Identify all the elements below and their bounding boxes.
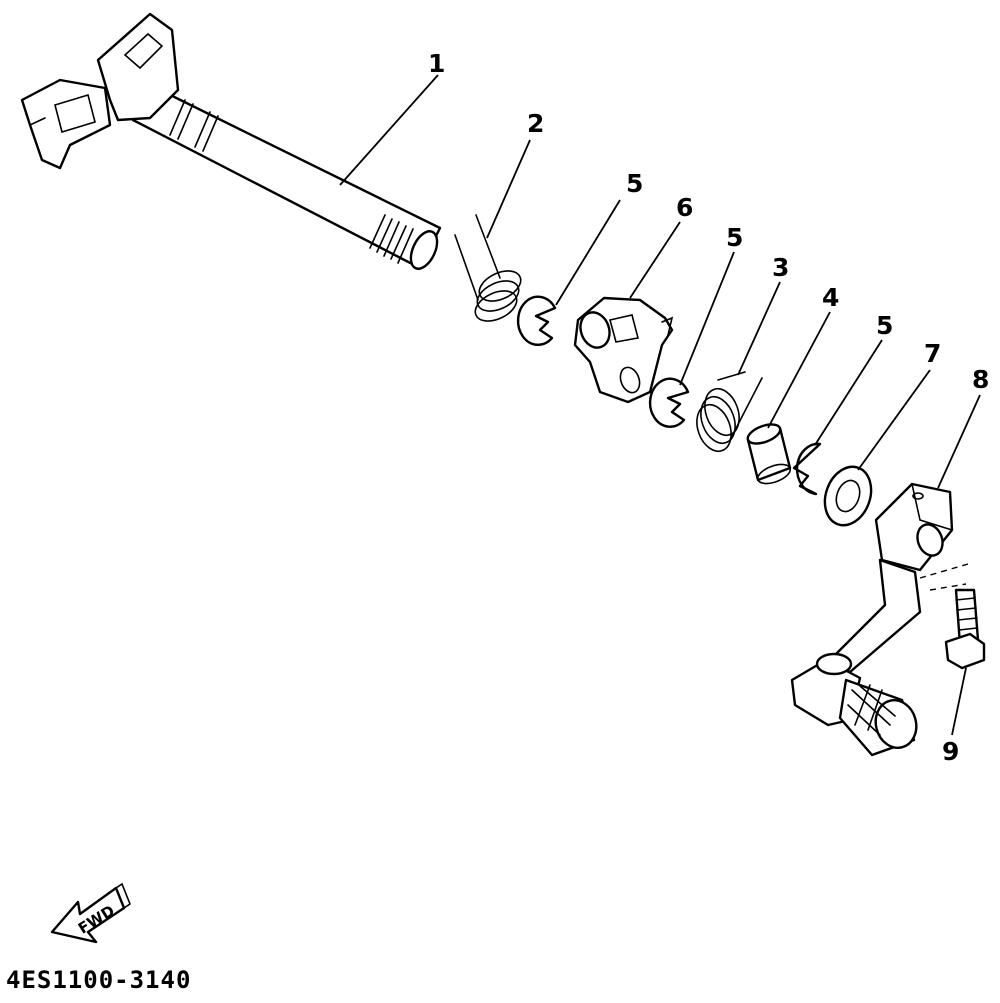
collar-part	[746, 423, 792, 485]
callout-5c: 5	[876, 311, 893, 340]
callout-5a: 5	[626, 169, 643, 198]
callout-5b: 5	[726, 223, 743, 252]
callout-9: 9	[942, 737, 959, 766]
bolt-part	[944, 588, 986, 670]
leader-1	[339, 74, 439, 186]
leader-6	[629, 221, 681, 299]
leader-9	[951, 667, 967, 736]
leader-7	[857, 369, 931, 471]
bolt-alignment-line	[919, 563, 969, 579]
callout-7: 7	[924, 339, 941, 368]
leader-2	[486, 139, 531, 239]
stopper-lever-part	[573, 296, 674, 404]
fwd-arrow-icon: FWD	[50, 882, 131, 944]
circlip-part-b	[648, 377, 690, 428]
torsion-spring-part	[696, 371, 763, 453]
leader-5c	[814, 339, 883, 446]
shift-shaft-part	[20, 12, 442, 270]
washer-part	[823, 465, 873, 527]
circlip-part-a	[516, 295, 557, 346]
circlip-part-c	[792, 442, 822, 496]
callout-1: 1	[428, 49, 445, 78]
callout-4: 4	[822, 283, 839, 312]
leader-5b	[679, 251, 735, 386]
callout-3: 3	[772, 253, 789, 282]
leader-4	[767, 311, 831, 429]
callout-2: 2	[527, 109, 544, 138]
leader-3	[737, 281, 781, 376]
leader-5a	[555, 199, 621, 306]
return-spring-part	[454, 214, 522, 322]
leader-8	[937, 394, 981, 489]
callout-6: 6	[676, 193, 693, 222]
drawing-code: 4ES1100-3140	[6, 966, 192, 994]
shift-pedal-part	[790, 482, 954, 757]
shaft-spline	[369, 214, 414, 264]
callout-8: 8	[972, 365, 989, 394]
